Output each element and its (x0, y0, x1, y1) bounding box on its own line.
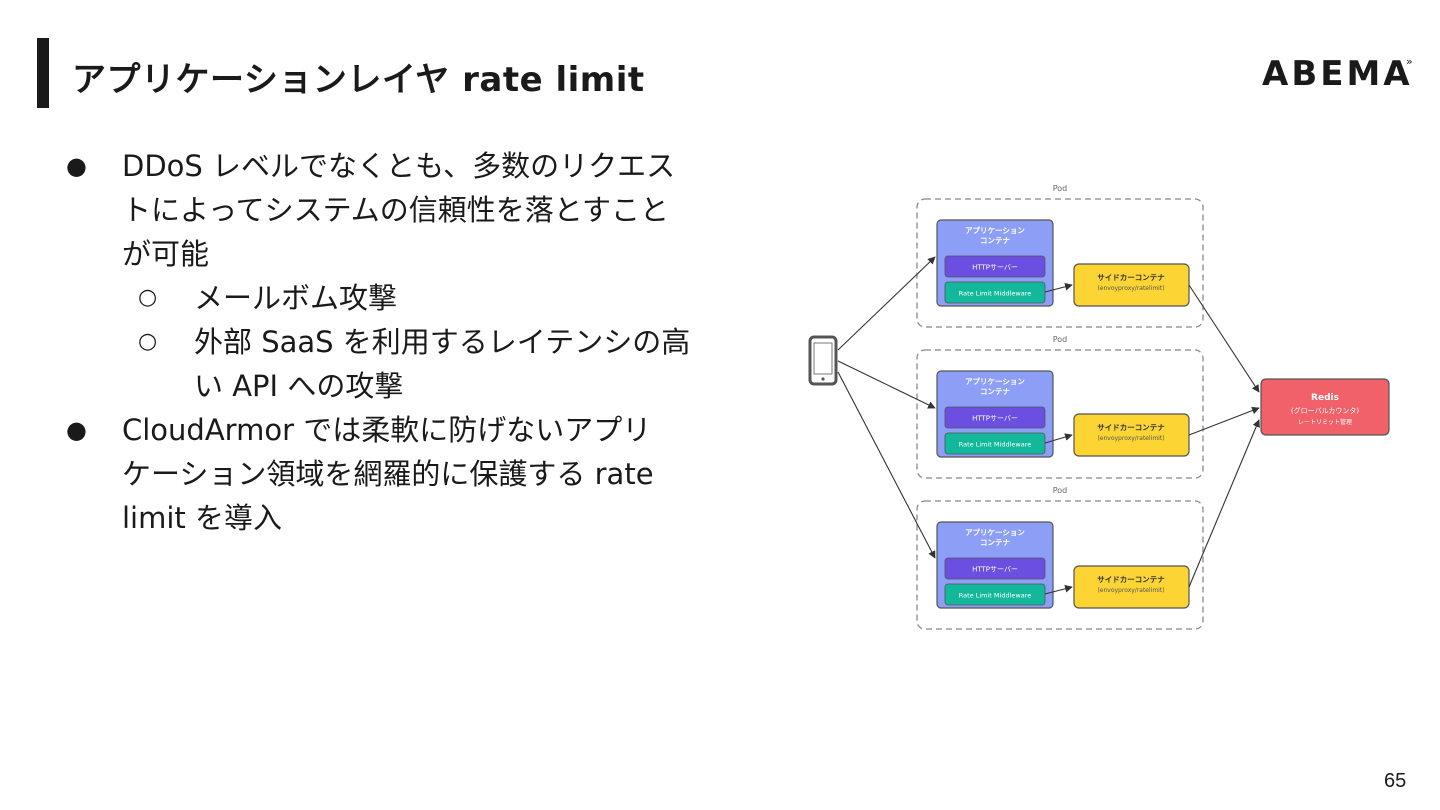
application-container-label: アプリケーション (965, 376, 1025, 386)
redis-label: Redis (1311, 393, 1339, 403)
rate-limit-middleware-label: Rate Limit Middleware (959, 592, 1031, 600)
bullet-line: い API への攻撃 (194, 369, 404, 403)
bullet-line: DDoS レベルでなくとも、多数のリクエス (122, 149, 676, 183)
bullet-line: CloudArmor では柔軟に防げないアプリ (122, 413, 652, 447)
abema-logo-mark: » (1406, 55, 1413, 68)
application-container-label: アプリケーション (965, 527, 1025, 537)
sub-bullet-item: ○ 外部 SaaS を利用するレイテンシの高 い API への攻撃 (62, 320, 742, 408)
title-accent-bar (37, 38, 49, 108)
rate-limit-middleware-label: Rate Limit Middleware (959, 290, 1031, 298)
redis-sublabel: レートリミット管理 (1298, 418, 1352, 426)
redis-box: Redis (グローバルカウンタ) レートリミット管理 (1260, 378, 1390, 436)
pod-label: Pod (1053, 335, 1068, 344)
application-container-label: コンテナ (980, 387, 1010, 396)
redis-sublabel: (グローバルカウンタ) (1291, 406, 1359, 415)
abema-logo: ABEMA (1262, 54, 1413, 94)
sub-bullet-item: ○ メールボム攻撃 (62, 276, 742, 320)
application-container-label: コンテナ (980, 236, 1010, 245)
page-number: 65 (1384, 770, 1407, 792)
sidecar-container-label: サイドカーコンテナ (1097, 575, 1165, 584)
http-server-label: HTTPサーバー (972, 566, 1018, 574)
pod-label: Pod (1053, 184, 1068, 193)
bullet-line: ケーション領域を網羅的に保護する rate (122, 457, 654, 491)
http-server-box (944, 255, 1046, 278)
pod-2: Pod アプリケーション コンテナ HTTPサーバー Rate Limit Mi… (916, 335, 1204, 479)
bullet-line: トによってシステムの信頼性を落とすこと (122, 193, 669, 227)
sidecar-container-label: サイドカーコンテナ (1097, 273, 1165, 282)
rate-limit-middleware-box (944, 583, 1046, 606)
bullet-line: が可能 (122, 237, 210, 271)
smartphone-icon (808, 335, 838, 386)
rate-limit-middleware-box (944, 432, 1046, 455)
pod-1: Pod アプリケーション コンテナ HTTPサーバー Rate Limit Mi… (916, 184, 1204, 328)
rate-limit-middleware-box (944, 281, 1046, 304)
application-container-label: コンテナ (980, 538, 1010, 547)
bullet-list: ● DDoS レベルでなくとも、多数のリクエス トによってシステムの信頼性を落と… (62, 144, 742, 540)
sidecar-container-label: サイドカーコンテナ (1097, 423, 1165, 432)
architecture-diagram: Pod アプリケーション コンテナ HTTPサーバー Rate Limit Mi… (808, 184, 1390, 630)
sub-bullet-marker: ○ (138, 285, 158, 310)
connection-arrows (837, 256, 1260, 595)
sidecar-container-sublabel: (envoyproxy/ratelimit) (1097, 587, 1164, 594)
sidecar-container-sublabel: (envoyproxy/ratelimit) (1097, 285, 1164, 292)
sidecar-container-sublabel: (envoyproxy/ratelimit) (1097, 435, 1164, 442)
rate-limit-middleware-label: Rate Limit Middleware (959, 441, 1031, 449)
sub-bullet-marker: ○ (138, 329, 158, 354)
bullet-item: ● CloudArmor では柔軟に防げないアプリ ケーション領域を網羅的に保護… (62, 408, 742, 540)
http-server-label: HTTPサーバー (972, 264, 1018, 272)
bullet-marker: ● (66, 152, 87, 180)
pod-3: Pod アプリケーション コンテナ HTTPサーバー Rate Limit Mi… (916, 486, 1204, 630)
http-server-box (944, 406, 1046, 429)
slide-title: アプリケーションレイヤ rate limit (72, 60, 645, 100)
bullet-line: メールボム攻撃 (194, 281, 398, 315)
bullet-item: ● DDoS レベルでなくとも、多数のリクエス トによってシステムの信頼性を落と… (62, 144, 742, 276)
application-container-label: アプリケーション (965, 225, 1025, 235)
pod-label: Pod (1053, 486, 1068, 495)
bullet-line: limit を導入 (122, 501, 283, 535)
bullet-marker: ● (66, 416, 87, 444)
http-server-box (944, 557, 1046, 580)
bullet-line: 外部 SaaS を利用するレイテンシの高 (194, 325, 691, 359)
http-server-label: HTTPサーバー (972, 415, 1018, 423)
